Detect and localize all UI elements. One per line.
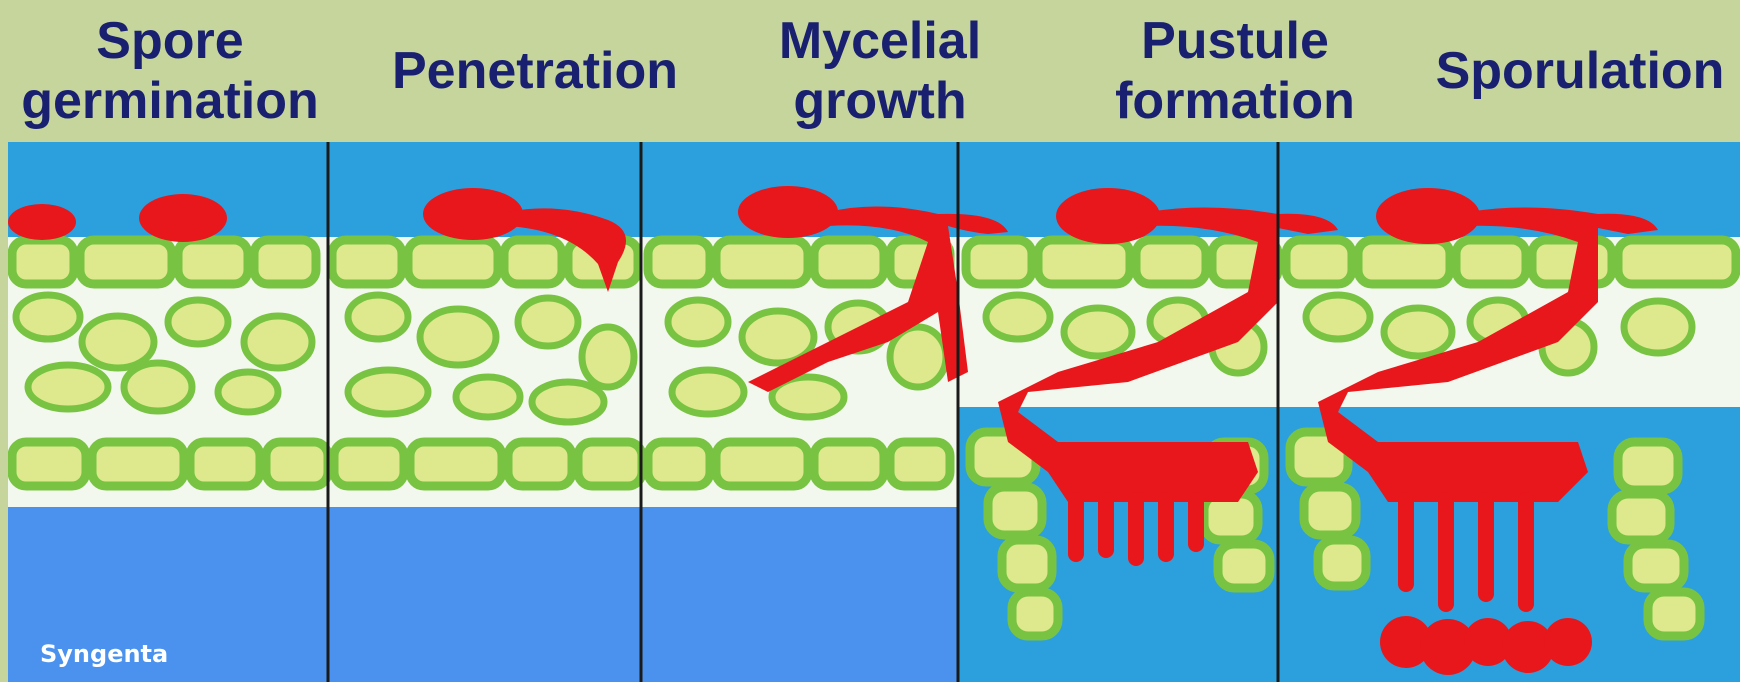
image-credit: Syngenta bbox=[40, 640, 168, 668]
leaf-cross-section-panels bbox=[8, 142, 1740, 682]
stage-title-sporulation: Sporulation bbox=[1420, 0, 1740, 142]
stage-title-mycelial-growth: Mycelial growth bbox=[710, 0, 1050, 142]
upper-epidermis bbox=[12, 240, 1736, 284]
stage-title-pustule-formation: Pustule formation bbox=[1050, 0, 1420, 142]
lower-epidermis bbox=[12, 442, 950, 486]
stage-title-penetration: Penetration bbox=[360, 0, 710, 142]
header-band: Spore germination Penetration Mycelial g… bbox=[0, 0, 1740, 142]
stage-title-spore-germination: Spore germination bbox=[0, 0, 340, 142]
